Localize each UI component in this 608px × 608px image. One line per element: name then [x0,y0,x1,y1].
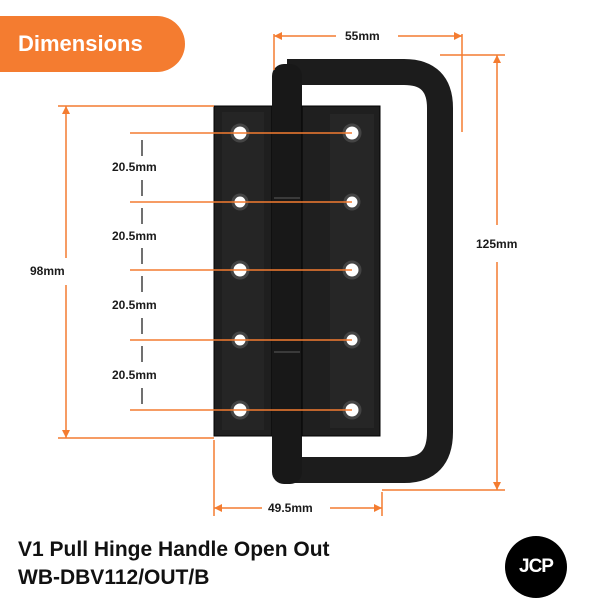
logo-text: JCP [519,556,554,577]
jcp-logo: JCP [505,536,567,598]
product-code: WB-DBV112/OUT/B [18,566,210,589]
dim-hole-spacing-1: 20.5mm [112,160,157,174]
dimension-arrows [62,32,501,512]
dim-hole-spacing-3: 20.5mm [112,298,157,312]
pull-handle [287,59,453,483]
product-title: V1 Pull Hinge Handle Open Out [18,538,330,561]
dimension-lines [58,34,505,516]
hinge-knuckle [272,64,302,484]
dimensions-badge: Dimensions [0,16,185,72]
dim-height-plate: 98mm [30,264,65,278]
dim-height-handle: 125mm [476,237,518,251]
badge-label: Dimensions [18,31,143,56]
dim-hole-spacing-4: 20.5mm [112,368,157,382]
dim-hole-spacing-2: 20.5mm [112,229,157,243]
dim-width-bottom: 49.5mm [268,501,313,515]
dim-width-top: 55mm [345,29,380,43]
